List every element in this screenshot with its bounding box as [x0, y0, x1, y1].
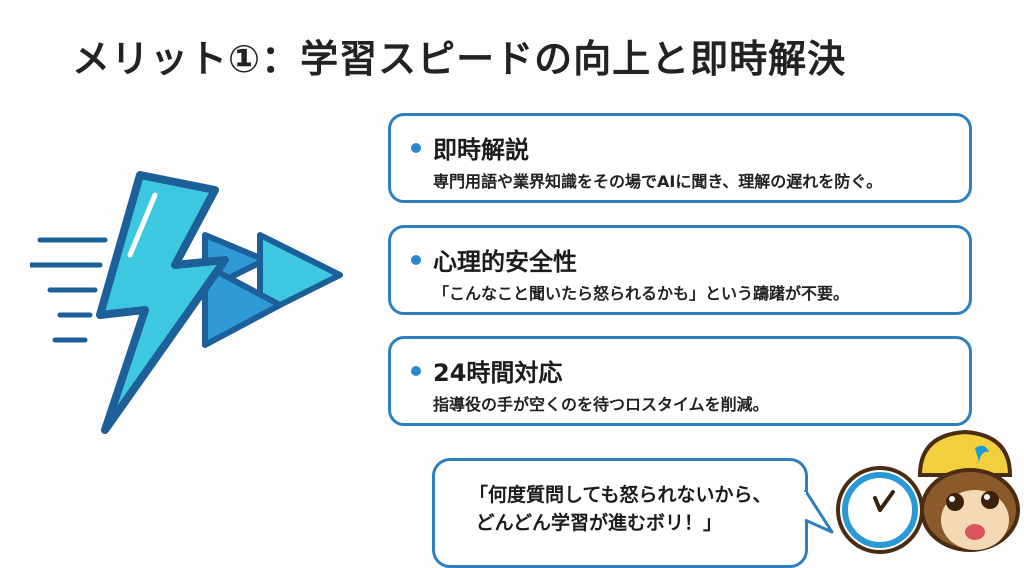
bullet-icon: [411, 366, 421, 376]
card-heading: 心理的安全性: [433, 248, 577, 276]
benefit-card-psychological-safety: 心理的安全性 「こんなこと聞いたら怒られるかも」という躊躇が不要。: [388, 225, 972, 315]
benefit-card-24h-support: 24時間対応 指導役の手が空くのを待つロスタイムを削減。: [388, 336, 972, 426]
bullet-icon: [411, 255, 421, 265]
benefit-card-instant-explanation: 即時解説 専門用語や業界知識をその場でAIに聞き、理解の遅れを防ぐ。: [388, 113, 972, 203]
card-heading: 24時間対応: [433, 359, 563, 387]
bullet-icon: [411, 143, 421, 153]
card-description: 「こんなこと聞いたら怒られるかも」という躊躇が不要。: [433, 284, 850, 303]
card-description: 専門用語や業界知識をその場でAIに聞き、理解の遅れを防ぐ。: [433, 172, 883, 191]
speech-bubble-text: 「何度質問しても怒られないから、 どんどん学習が進むボリ！」: [469, 484, 772, 534]
speech-bubble-tail: [800, 490, 834, 534]
slide-title: メリット①：学習スピードの向上と即時解決: [72, 37, 847, 81]
lightning-fast-forward-icon: [30, 171, 343, 434]
card-description: 指導役の手が空くのを待つロスタイムを削減。: [433, 395, 769, 414]
card-heading: 即時解説: [433, 136, 529, 164]
mascot-character-with-clock: [836, 429, 1020, 554]
speech-bubble: 「何度質問しても怒られないから、 どんどん学習が進むボリ！」: [432, 458, 808, 568]
